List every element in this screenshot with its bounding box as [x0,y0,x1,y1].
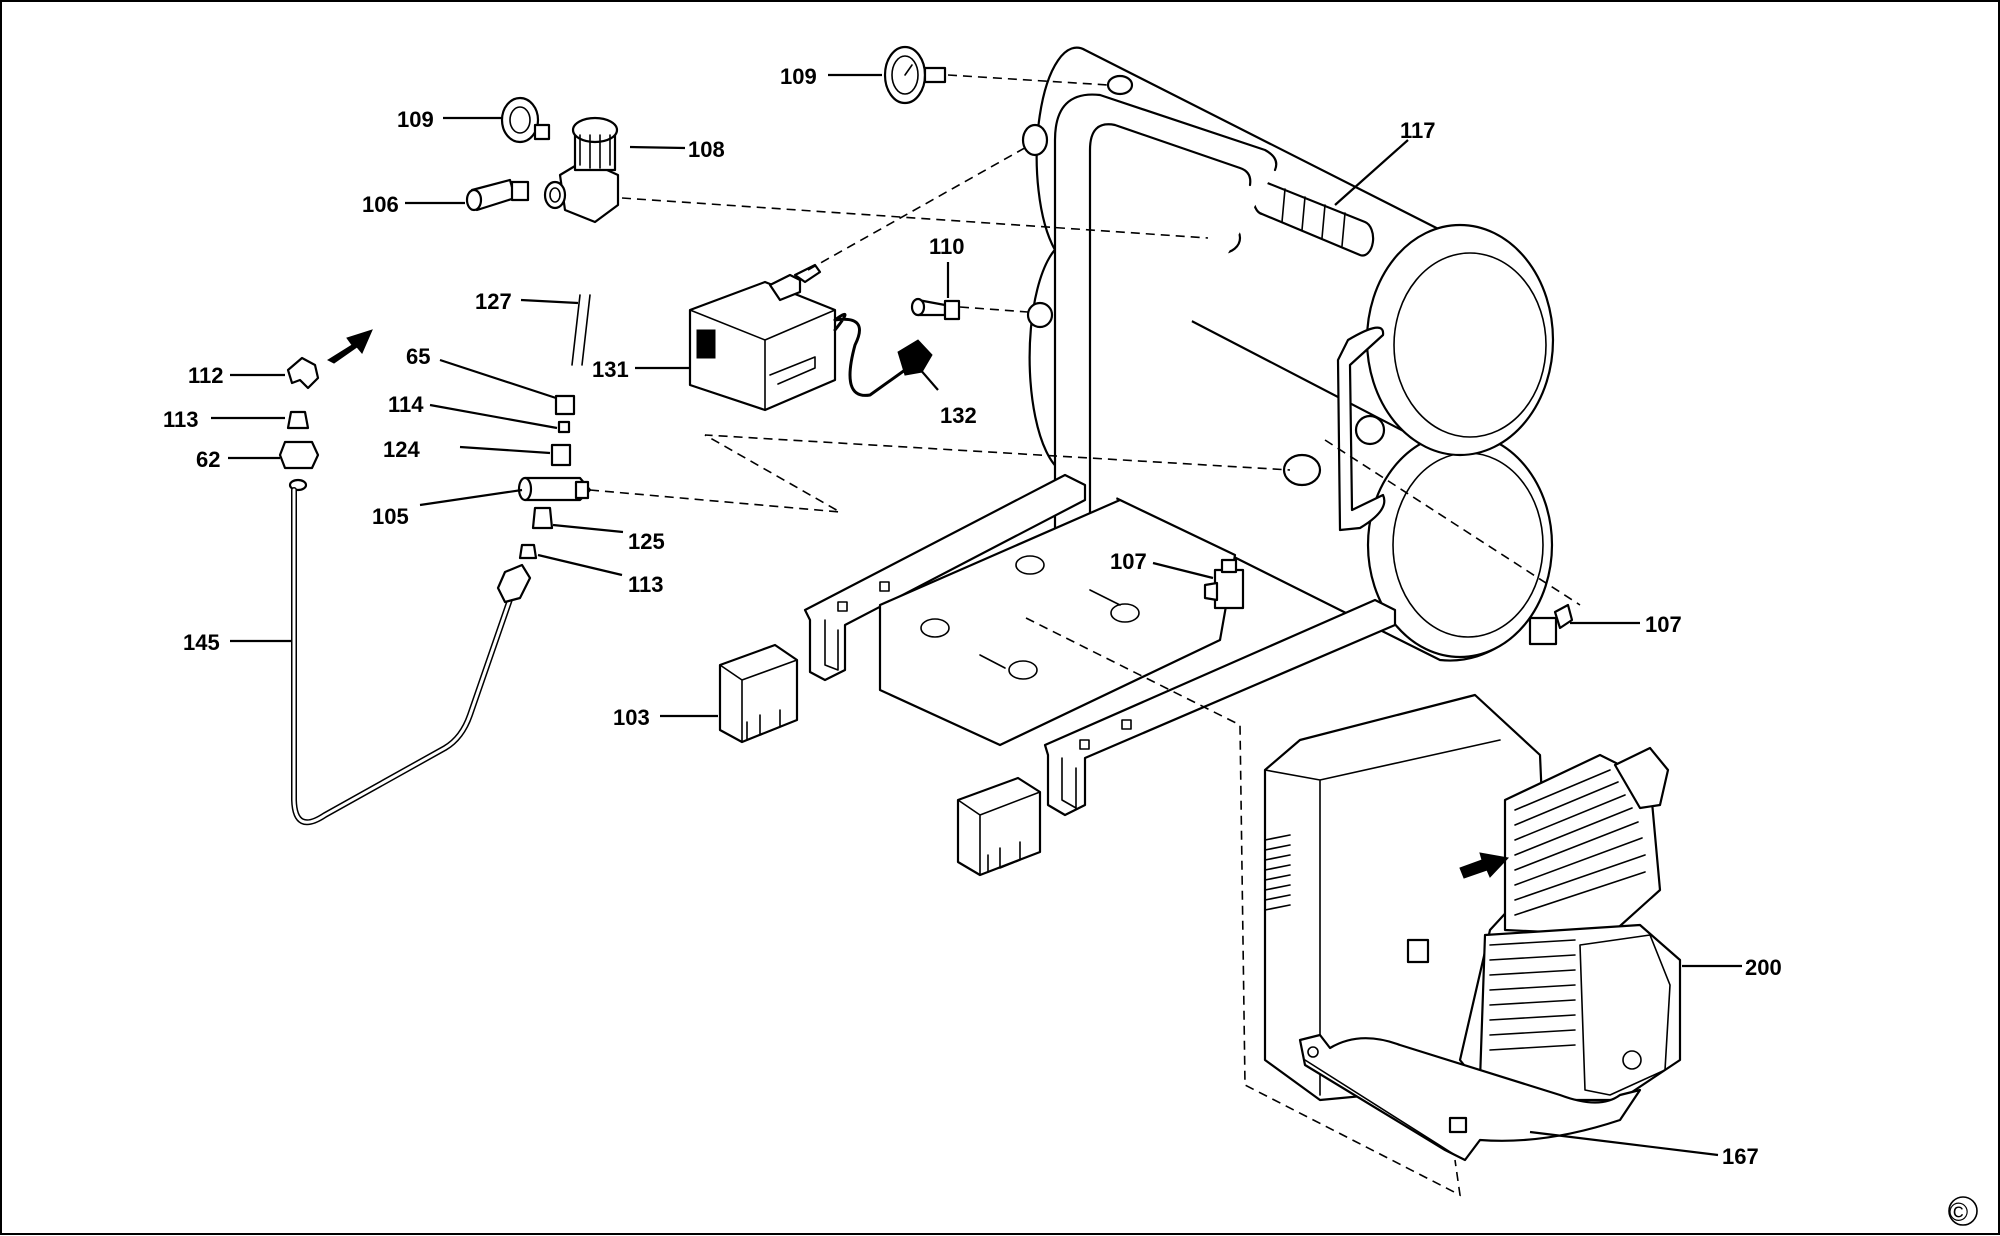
callout-167: 167 [1722,1144,1759,1169]
drain-valve-107-a [1203,558,1245,610]
tank-port-lower-rear [1354,414,1386,446]
rubber-foot-left [718,643,799,744]
ferrule-113-top [286,410,310,430]
base-cross-plate [878,498,1237,747]
drain-valve-107-b [1528,603,1574,646]
callout-200: 200 [1745,955,1782,980]
pipe-127 [571,294,591,366]
callout-109-upper: 109 [780,64,817,89]
adapter-125 [531,506,554,530]
callout-108: 108 [688,137,725,162]
regulator [543,116,620,224]
callout-131: 131 [592,357,629,382]
lower-air-tank [1028,240,1554,662]
callout-114: 114 [388,392,424,417]
callout-113-bottom: 113 [628,572,664,597]
rubber-foot-right [956,776,1042,877]
hose-fittings [278,294,592,826]
hose-145 [291,487,518,826]
nut-62 [278,440,320,470]
callout-105: 105 [372,504,409,529]
direction-arrow-hose [326,329,373,364]
o-ring-114 [557,420,571,434]
nipple-124 [550,443,572,467]
tank-port-lower-middle [1282,453,1322,487]
callout-127: 127 [475,289,512,314]
carry-handle [1053,93,1278,568]
callout-117: 117 [1400,118,1436,143]
left-rail [803,473,1087,682]
leader-lines [211,73,1742,1157]
pressure-switch [688,263,933,412]
side-bracket [1336,326,1386,532]
callout-132: 132 [940,403,977,428]
callout-113-top: 113 [163,407,199,432]
callout-labels: 109 108 106 109 117 110 127 131 132 65 1… [163,64,1782,1169]
air-tank-assembly [1021,46,1555,662]
callout-125: 125 [628,529,665,554]
pressure-gauge-small [500,96,551,144]
right-rail [1043,598,1397,817]
callout-124: 124 [383,437,420,462]
pressure-gauge-upper [883,45,947,105]
callout-112: 112 [188,363,224,388]
coupler-106 [465,178,530,212]
tank-port-upper-front [1021,123,1049,157]
callout-145: 145 [183,630,220,655]
base-frame [803,473,1397,817]
callout-107-right: 107 [1645,612,1682,637]
ferrule-113-bottom [518,543,538,560]
motor-bracket [1298,1033,1642,1162]
direction-arrow-pump [1459,852,1510,879]
callout-65: 65 [406,344,430,369]
assembly-lines [589,74,1581,1197]
callout-62: 62 [196,447,220,472]
callout-110: 110 [929,234,965,259]
callout-107-center: 107 [1110,549,1147,574]
callout-109-left: 109 [397,107,434,132]
tank-port-lower-front [1026,301,1054,329]
copyright-symbol: © [1949,1197,1968,1227]
plug-65 [554,394,576,416]
copyright-mark: © [1948,1196,1978,1227]
callout-106: 106 [362,192,399,217]
safety-valve-110 [910,297,961,321]
elbow-112 [286,356,320,390]
motor-pump-unit [1263,693,1682,1102]
tank-port-top [1106,74,1134,96]
callout-103: 103 [613,705,650,730]
